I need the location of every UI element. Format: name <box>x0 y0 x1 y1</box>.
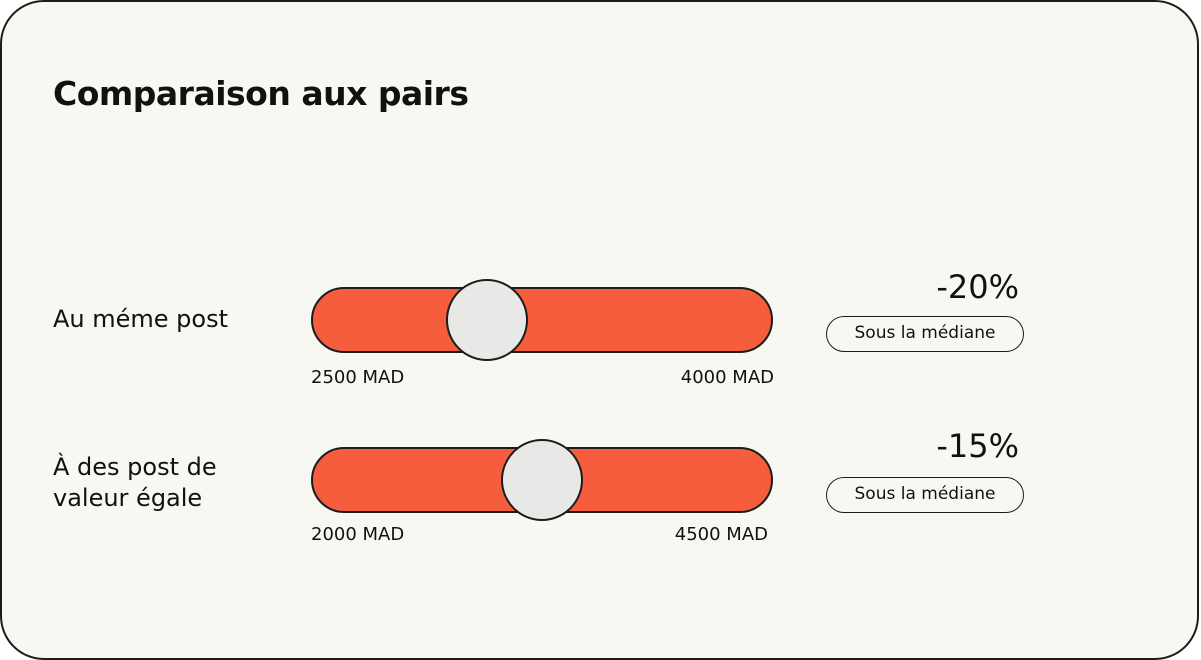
range-max-label: 4500 MAD <box>674 524 768 545</box>
salary-position-knob <box>501 439 583 521</box>
salary-range-bar-equal-value <box>311 439 773 521</box>
salary-range-bar-same-post <box>311 279 773 361</box>
median-status-badge: Sous la médiane <box>826 316 1024 352</box>
percent-difference: -20% <box>936 268 1019 306</box>
range-min-label: 2500 MAD <box>311 367 405 388</box>
salary-position-knob <box>446 279 529 361</box>
range-min-label: 2000 MAD <box>311 524 405 545</box>
card-title: Comparaison aux pairs <box>53 74 469 113</box>
percent-difference: -15% <box>936 427 1019 465</box>
row-label-same-post: Au méme post <box>53 305 229 333</box>
range-max-label: 4000 MAD <box>680 367 774 388</box>
median-status-badge: Sous la médiane <box>826 477 1024 513</box>
